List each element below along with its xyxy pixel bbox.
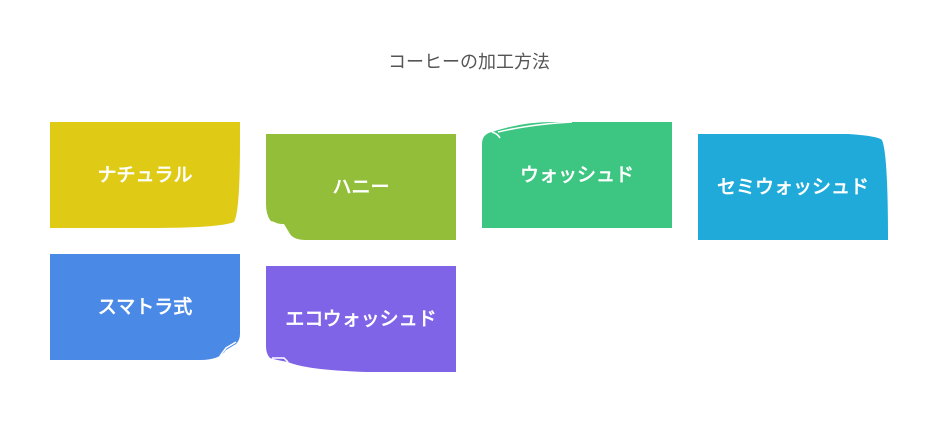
card-natural: ナチュラル <box>50 122 240 228</box>
card-label: ウォッシュド <box>519 164 634 186</box>
card-semi-washed: セミウォッシュド <box>698 134 888 240</box>
card-sumatra: スマトラ式 <box>50 254 240 360</box>
card-label: ナチュラル <box>97 164 193 186</box>
card-label: エコウォッシュド <box>285 308 437 330</box>
card-label: スマトラ式 <box>97 296 193 318</box>
card-shape <box>698 134 888 240</box>
card-shape <box>482 122 672 228</box>
card-washed: ウォッシュド <box>482 122 672 228</box>
card-shape <box>50 122 240 228</box>
card-label: セミウォッシュド <box>716 176 869 198</box>
card-shape <box>266 134 456 240</box>
diagram-title: コーヒーの加工方法 <box>388 52 550 73</box>
card-label: ハニー <box>332 176 390 198</box>
card-honey: ハニー <box>266 134 456 240</box>
card-shape <box>266 266 456 372</box>
card-shape <box>50 254 240 360</box>
card-eco-washed: エコウォッシュド <box>266 266 456 372</box>
